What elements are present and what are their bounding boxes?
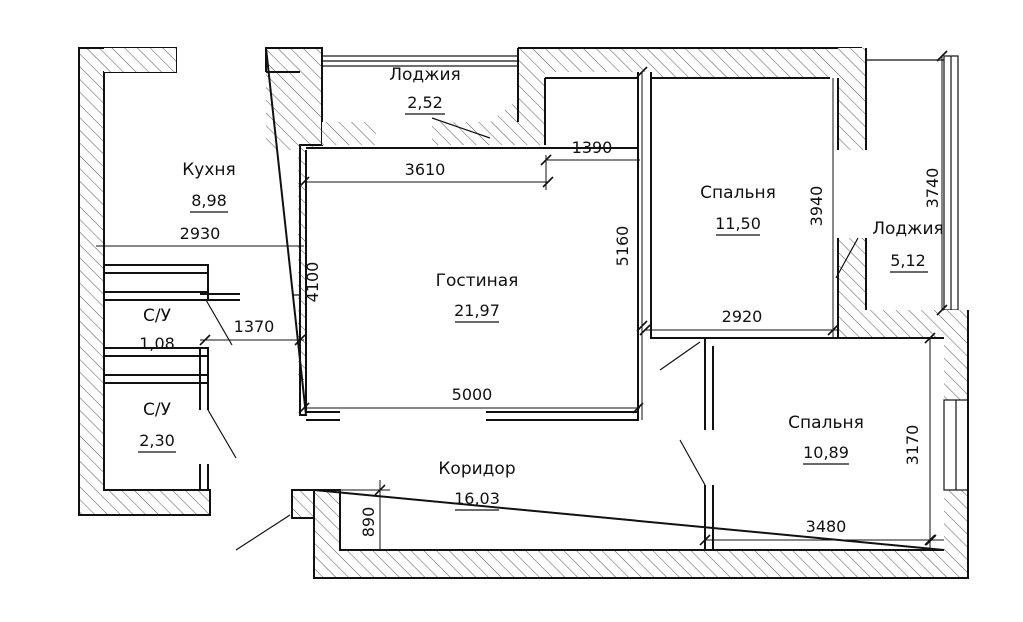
dimension-labels: 2930 3610 1390 4100 5160 1370 5000 2920 … [180,138,942,537]
dim-living-height-left: 4100 [303,262,322,303]
dim-bath-passage: 1370 [234,317,275,336]
outer-walls [78,47,969,579]
dim-living-bottom-width: 5000 [452,385,493,404]
kitchen-name: Кухня [182,160,236,180]
dim-bedroom1-height: 3940 [807,186,826,227]
loggia-top-area: 2,52 [407,93,443,112]
dim-kitchen-width: 2930 [180,224,221,243]
dim-living-height-right: 5160 [613,226,632,267]
bedroom-1-name: Спальня [700,183,776,203]
living-area: 21,97 [454,301,500,320]
corridor-name: Коридор [438,459,515,479]
dim-bedroom2-height: 3170 [903,425,922,466]
bedroom-2-name: Спальня [788,413,864,433]
room-labels: Кухня 8,98 Лоджия 2,52 Гостиная 21,97 Сп… [138,65,944,511]
loggia-right-name: Лоджия [872,219,944,239]
corridor-area: 16,03 [454,489,500,508]
bath-2-name: С/У [143,400,172,420]
loggia-top-name: Лоджия [389,65,461,85]
internal-walls [103,72,944,551]
bedroom-1-area: 11,50 [715,214,761,233]
bath-1-area: 1,08 [139,334,175,353]
bath-1-name: С/У [143,306,172,326]
kitchen-area: 8,98 [191,191,227,210]
bath-2-area: 2,30 [139,431,175,450]
loggia-right-area: 5,12 [890,251,926,270]
living-name: Гостиная [436,271,519,291]
dimension-lines [96,50,948,550]
dim-bedroom1-width: 2920 [722,307,763,326]
dim-loggia-right-height: 3740 [923,168,942,209]
dim-living-top-offset: 1390 [572,138,613,157]
bedroom-2-area: 10,89 [803,443,849,462]
dim-corridor-niche: 890 [359,507,378,538]
dim-living-top-width: 3610 [405,160,446,179]
dim-bedroom2-width: 3480 [806,517,847,536]
